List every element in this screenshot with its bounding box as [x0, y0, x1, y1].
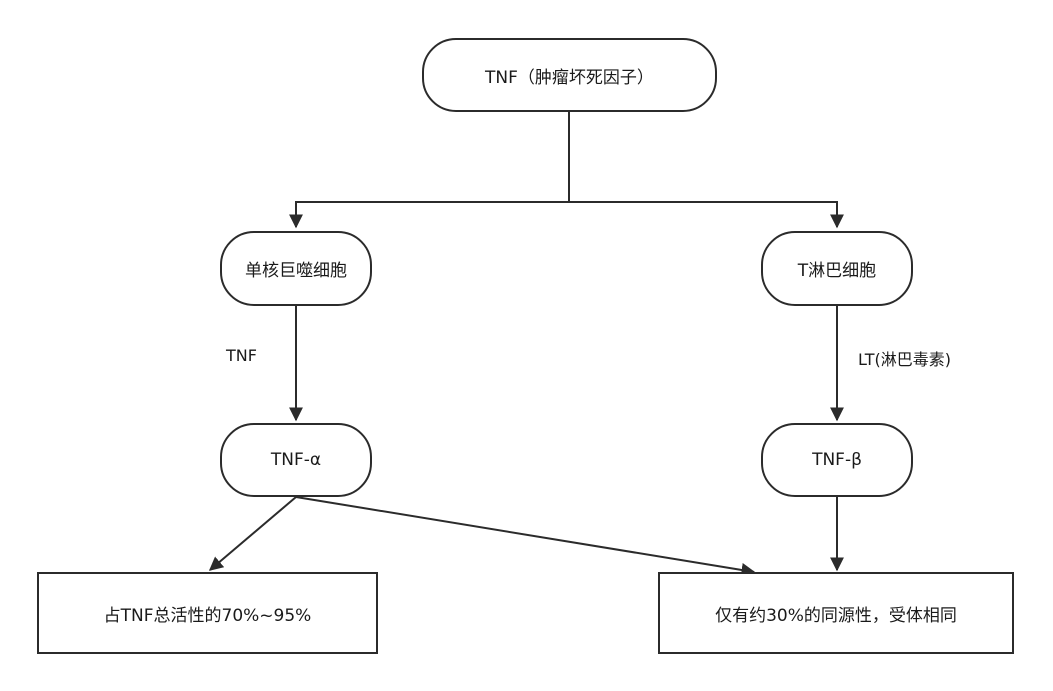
node-beta-homology-note: 仅有约30%的同源性，受体相同 [658, 572, 1014, 654]
node-tnf-alpha: TNF-α [220, 423, 372, 497]
node-alpha-activity-note: 占TNF总活性的70%~95% [37, 572, 378, 654]
node-tnf-root: TNF（肿瘤坏死因子） [422, 38, 717, 112]
connector-root-to-monocyte [289, 201, 569, 229]
node-tnf-beta: TNF-β [761, 423, 913, 497]
edge-label-tnf: TNF [226, 346, 257, 365]
connector-root-to-lymphocyte [569, 201, 844, 229]
connector-tnf-alpha-to-beta-note [295, 496, 756, 577]
node-t-lymphocyte: T淋巴细胞 [761, 231, 913, 306]
edge-label-lt: LT(淋巴毒素) [858, 350, 951, 369]
connector-tnf-alpha-to-alpha-note [208, 496, 297, 571]
node-monocyte-macrophage: 单核巨噬细胞 [220, 231, 372, 306]
